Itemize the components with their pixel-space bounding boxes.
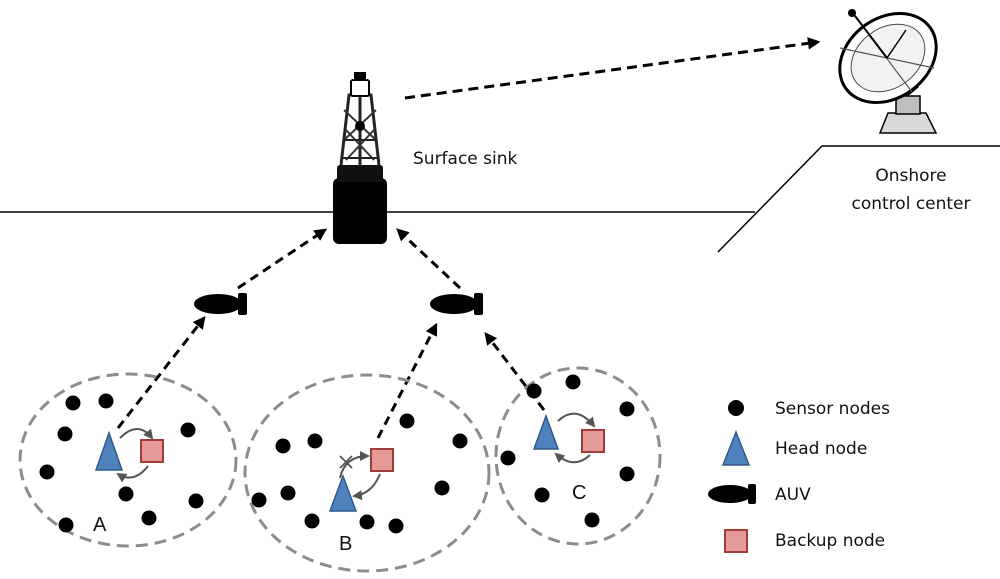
sensor-node xyxy=(58,517,74,533)
sensor-node xyxy=(619,401,635,417)
failure-mark-icon xyxy=(339,455,353,469)
sensor-node xyxy=(534,487,550,503)
backup-node xyxy=(140,439,164,463)
sensor-node xyxy=(619,466,635,482)
head-node xyxy=(94,430,124,471)
onshore-label-line1: Onshore xyxy=(875,166,946,186)
surface-sink-label: Surface sink xyxy=(413,149,518,169)
backup-node xyxy=(581,429,605,453)
legend-auv-symbol xyxy=(708,484,756,504)
cluster-boundary xyxy=(494,366,662,546)
backup-node xyxy=(370,448,394,472)
sensor-node xyxy=(275,438,291,454)
sensor-node xyxy=(584,512,600,528)
shoreline xyxy=(717,145,1000,253)
head-backup-sync-arrow xyxy=(119,428,154,440)
head-node xyxy=(328,473,358,512)
link-auv-to-sink xyxy=(237,228,328,290)
sensor-node xyxy=(98,393,114,409)
sensor-node xyxy=(359,514,375,530)
sensor-node xyxy=(39,464,55,480)
sensor-node xyxy=(500,450,516,466)
onshore-label-line2: control center xyxy=(851,194,970,214)
sensor-node xyxy=(57,426,73,442)
head-backup-sync-arrow xyxy=(557,412,596,428)
satellite-dish-icon xyxy=(838,9,938,134)
legend: Sensor nodes Head node AUV Backup node xyxy=(708,399,890,553)
cluster-boundary xyxy=(243,373,491,573)
sensor-node xyxy=(434,480,450,496)
link-auv-to-sink xyxy=(396,228,462,290)
sensor-node xyxy=(141,510,157,526)
legend-sensor-label: Sensor nodes xyxy=(775,399,890,419)
legend-backup-label: Backup node xyxy=(775,531,885,551)
auv-icon xyxy=(430,293,483,315)
sensor-node xyxy=(399,413,415,429)
legend-head-label: Head node xyxy=(775,439,867,459)
link-head-to-auv xyxy=(116,316,206,429)
cluster-label-a: A xyxy=(93,514,107,536)
head-node xyxy=(532,413,560,450)
sensor-node xyxy=(180,422,196,438)
auv-icon xyxy=(194,293,247,315)
sensor-nodes xyxy=(39,374,635,534)
sensor-node xyxy=(280,485,296,501)
sensor-node xyxy=(188,493,204,509)
sensor-node xyxy=(526,383,542,399)
sensor-node xyxy=(307,433,323,449)
buoy-icon xyxy=(333,72,387,244)
head-backup-sync-arrow xyxy=(116,465,149,483)
sensor-node xyxy=(65,395,81,411)
cluster-label-b: B xyxy=(339,533,352,555)
sensor-node xyxy=(388,518,404,534)
legend-backup-symbol xyxy=(724,529,748,553)
head-backup-sync-arrow xyxy=(352,473,381,501)
sensor-node xyxy=(565,374,581,390)
legend-sensor-symbol xyxy=(728,400,744,416)
sensor-node xyxy=(118,486,134,502)
sensor-node xyxy=(251,492,267,508)
legend-auv-label: AUV xyxy=(775,485,811,505)
failed-link-arrow xyxy=(339,451,370,479)
sensor-node xyxy=(452,433,468,449)
head-backup-sync-arrow xyxy=(554,452,591,464)
cluster-label-c: C xyxy=(572,482,586,504)
link-sink-to-control-center xyxy=(404,37,821,100)
legend-head-symbol xyxy=(721,429,751,466)
sensor-node xyxy=(304,513,320,529)
cluster-boundary xyxy=(18,372,238,548)
